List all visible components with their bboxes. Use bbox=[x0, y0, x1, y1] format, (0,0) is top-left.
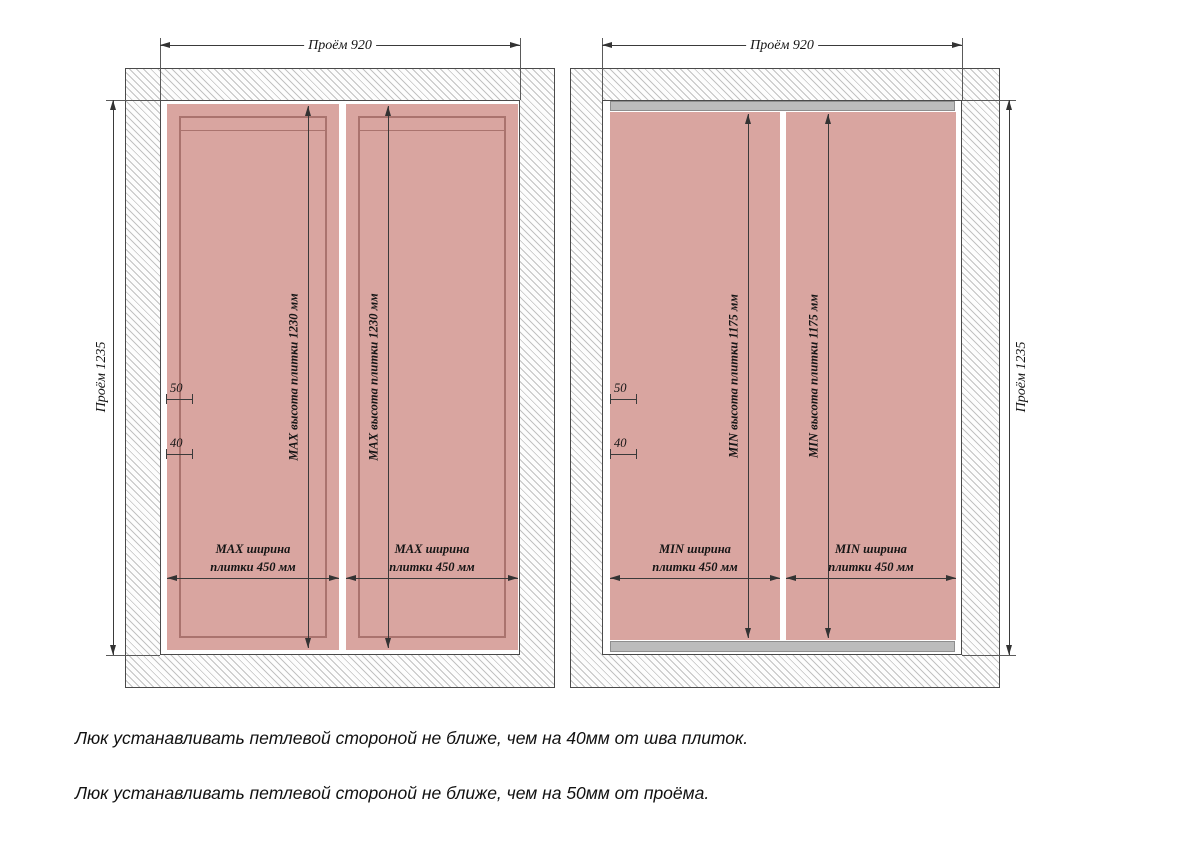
left-tile-2-width-label: MAX ширина плитки 450 мм bbox=[389, 540, 474, 576]
offset-dimension-line bbox=[166, 399, 192, 400]
dimension-arrow bbox=[167, 575, 177, 581]
right-tile-1 bbox=[610, 112, 780, 640]
extension-line bbox=[602, 38, 603, 100]
left-tile-1 bbox=[167, 104, 339, 650]
offset-tick bbox=[636, 449, 637, 459]
dimension-arrow bbox=[508, 575, 518, 581]
dimension-line-opening-height bbox=[1009, 100, 1010, 655]
extension-line bbox=[106, 100, 160, 101]
tile-width-label-line2: плитки 450 мм bbox=[210, 559, 296, 574]
dimension-arrow bbox=[1006, 645, 1012, 655]
dimension-arrow bbox=[110, 645, 116, 655]
dimension-line-tile-height bbox=[828, 114, 829, 638]
left-tile-1-width-label: MAX ширина плитки 450 мм bbox=[210, 540, 295, 576]
dimension-arrow bbox=[602, 42, 612, 48]
dimension-arrow bbox=[745, 628, 751, 638]
right-offset-50-label: 50 bbox=[614, 381, 627, 395]
left-tile-2 bbox=[346, 104, 518, 650]
tile-width-label-line1: MIN ширина bbox=[835, 541, 907, 556]
dimension-arrow bbox=[346, 575, 356, 581]
dimension-arrow bbox=[385, 638, 391, 648]
right-frame-profile-bottom bbox=[610, 641, 955, 652]
offset-tick bbox=[192, 449, 193, 459]
dimension-line-tile-height bbox=[388, 106, 389, 648]
dimension-arrow bbox=[385, 106, 391, 116]
dimension-arrow bbox=[110, 100, 116, 110]
left-tile-2-frame-outline bbox=[358, 116, 506, 638]
left-offset-40-label: 40 bbox=[170, 436, 183, 450]
right-opening-width-label-wrap: Проём 920 bbox=[746, 36, 818, 54]
dimension-arrow bbox=[745, 114, 751, 124]
right-tile-2-height-label: MIN высота плитки 1175 мм bbox=[806, 294, 821, 458]
offset-tick bbox=[610, 394, 611, 404]
dimension-line-tile-height bbox=[748, 114, 749, 638]
extension-line bbox=[160, 38, 161, 100]
dimension-line-tile-width bbox=[167, 578, 339, 579]
offset-tick bbox=[636, 394, 637, 404]
right-tile-1-height-label: MIN высота плитки 1175 мм bbox=[726, 294, 741, 458]
extension-line bbox=[962, 38, 963, 100]
offset-tick bbox=[166, 394, 167, 404]
dimension-arrow bbox=[770, 575, 780, 581]
dimension-arrow bbox=[825, 114, 831, 124]
right-opening-width-label: Проём 920 bbox=[746, 38, 818, 53]
dimension-arrow bbox=[946, 575, 956, 581]
left-opening-width-label: Проём 920 bbox=[304, 38, 376, 53]
left-opening-width-label-wrap: Проём 920 bbox=[304, 36, 376, 54]
dimension-arrow bbox=[329, 575, 339, 581]
dimension-arrow bbox=[825, 628, 831, 638]
dimension-arrow bbox=[510, 42, 520, 48]
note-line-2: Люк устанавливать петлевой стороной не б… bbox=[75, 783, 710, 803]
tile-width-label-line1: MAX ширина bbox=[394, 541, 470, 556]
dimension-arrow bbox=[305, 106, 311, 116]
tile-width-label-line1: MIN ширина bbox=[659, 541, 731, 556]
tile-width-label-line2: плитки 450 мм bbox=[389, 559, 475, 574]
dimension-arrow bbox=[610, 575, 620, 581]
dimension-line-tile-width bbox=[346, 578, 518, 579]
left-tile-1-frame-line bbox=[179, 130, 327, 131]
dimension-arrow bbox=[1006, 100, 1012, 110]
offset-dimension-line bbox=[610, 399, 636, 400]
extension-line bbox=[520, 38, 521, 100]
offset-dimension-line bbox=[610, 454, 636, 455]
dimension-line-tile-width bbox=[786, 578, 956, 579]
right-offset-40-label: 40 bbox=[614, 436, 627, 450]
offset-tick bbox=[610, 449, 611, 459]
dimension-arrow bbox=[786, 575, 796, 581]
right-tile-2-width-label: MIN ширина плитки 450 мм bbox=[828, 540, 913, 576]
left-tile-2-frame-line bbox=[358, 130, 506, 131]
offset-tick bbox=[166, 449, 167, 459]
right-tile-1-width-label: MIN ширина плитки 450 мм bbox=[652, 540, 737, 576]
dimension-arrow bbox=[305, 638, 311, 648]
extension-line bbox=[106, 655, 160, 656]
left-tile-1-height-label: MAX высота плитки 1230 мм bbox=[286, 293, 301, 461]
left-tile-2-height-label: MAX высота плитки 1230 мм bbox=[366, 293, 381, 461]
right-tile-2 bbox=[786, 112, 956, 640]
offset-dimension-line bbox=[166, 454, 192, 455]
left-tile-1-frame-outline bbox=[179, 116, 327, 638]
extension-line bbox=[962, 100, 1016, 101]
left-opening-height-label: Проём 1235 bbox=[94, 341, 109, 413]
dimension-line-tile-width bbox=[610, 578, 780, 579]
tile-width-label-line2: плитки 450 мм bbox=[652, 559, 738, 574]
right-opening-height-label: Проём 1235 bbox=[1014, 341, 1029, 413]
extension-line bbox=[962, 655, 1016, 656]
tile-width-label-line2: плитки 450 мм bbox=[828, 559, 914, 574]
offset-tick bbox=[192, 394, 193, 404]
dimension-line-tile-height bbox=[308, 106, 309, 648]
dimension-arrow bbox=[160, 42, 170, 48]
note-line-1: Люк устанавливать петлевой стороной не б… bbox=[75, 728, 749, 748]
dimension-line-opening-height bbox=[113, 100, 114, 655]
dimension-arrow bbox=[952, 42, 962, 48]
left-offset-50-label: 50 bbox=[170, 381, 183, 395]
right-frame-profile-top bbox=[610, 101, 955, 111]
tile-width-label-line1: MAX ширина bbox=[215, 541, 291, 556]
